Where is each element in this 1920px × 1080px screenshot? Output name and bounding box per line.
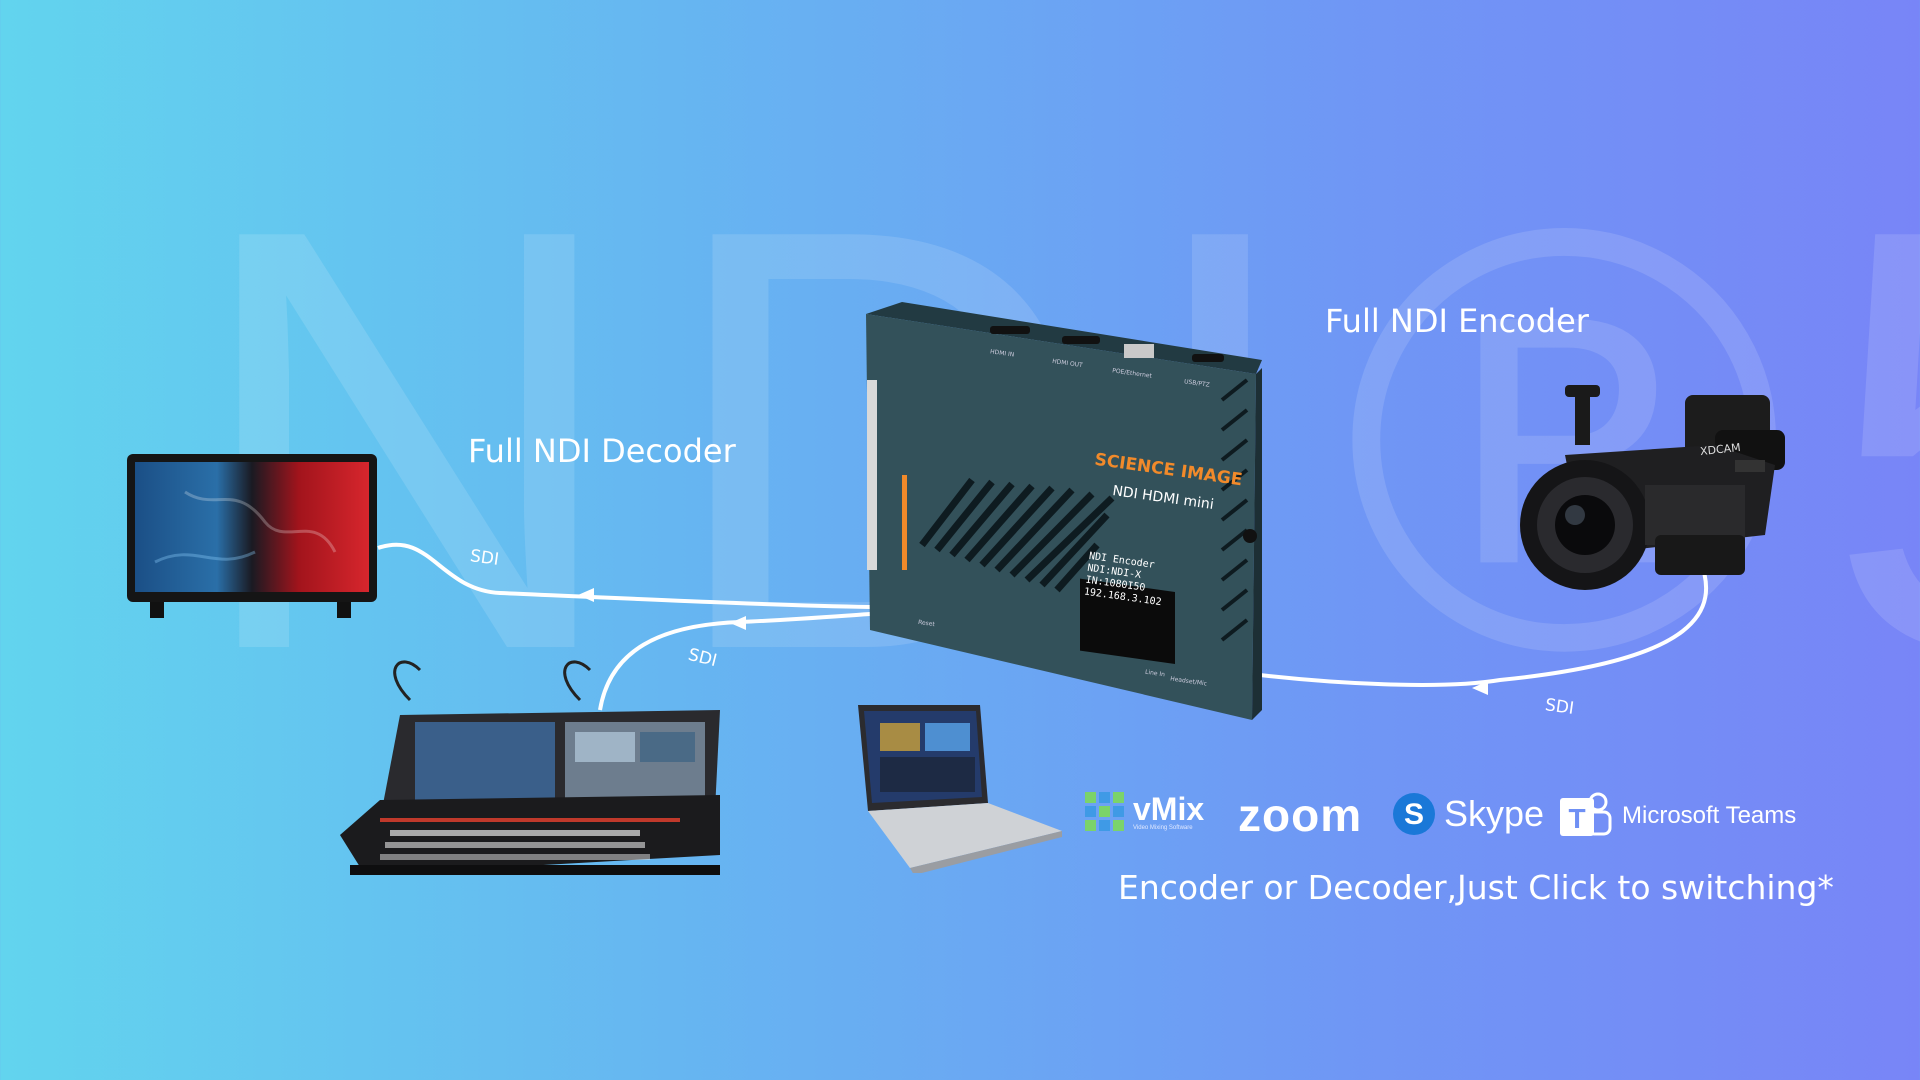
skype-text: Skype: [1444, 793, 1545, 834]
vmix-logo: vMix Video Mixing Software: [1085, 792, 1204, 832]
svg-text:S: S: [1404, 798, 1424, 831]
teams-text: Microsoft Teams: [1622, 802, 1797, 829]
cable-arrow-camera: [1472, 681, 1488, 695]
skype-logo: S Skype: [1392, 792, 1544, 836]
laptop-image: [858, 705, 1062, 873]
video-switcher-image: [340, 660, 720, 875]
sdi-label-monitor: SDI: [468, 546, 501, 570]
sdi-label-camera: SDI: [1543, 695, 1576, 719]
monitor-image: [127, 454, 377, 618]
vmix-text: vMix: [1133, 791, 1205, 827]
zoom-logo: zoom: [1238, 789, 1363, 841]
teams-icon: T: [1560, 792, 1612, 836]
teams-logo: T Microsoft Teams: [1558, 792, 1796, 840]
decoder-label: Full NDI Decoder: [468, 432, 736, 470]
vmix-text-block: vMix Video Mixing Software: [1133, 793, 1204, 831]
cable-arrow-monitor: [578, 588, 594, 602]
vmix-grid-icon: [1085, 792, 1124, 831]
cable-arrow-switcher: [730, 616, 746, 630]
device-body-graphic: [866, 302, 1262, 720]
svg-text:T: T: [1568, 803, 1585, 834]
ndi-hdmi-mini-device: SCIENCE IMAGE NDI HDMI mini NDI Encoder …: [862, 300, 1262, 720]
tagline: Encoder or Decoder,Just Click to switchi…: [1118, 868, 1834, 907]
vmix-subtext: Video Mixing Software: [1133, 825, 1193, 831]
encoder-label: Full NDI Encoder: [1325, 302, 1589, 340]
xdcam-camera-image: [1520, 385, 1785, 590]
device-model-prefix: NDI: [1111, 482, 1139, 503]
sdi-cable-camera: [1259, 559, 1709, 687]
sdi-cable-monitor: [377, 542, 871, 609]
skype-icon: S: [1393, 793, 1435, 835]
